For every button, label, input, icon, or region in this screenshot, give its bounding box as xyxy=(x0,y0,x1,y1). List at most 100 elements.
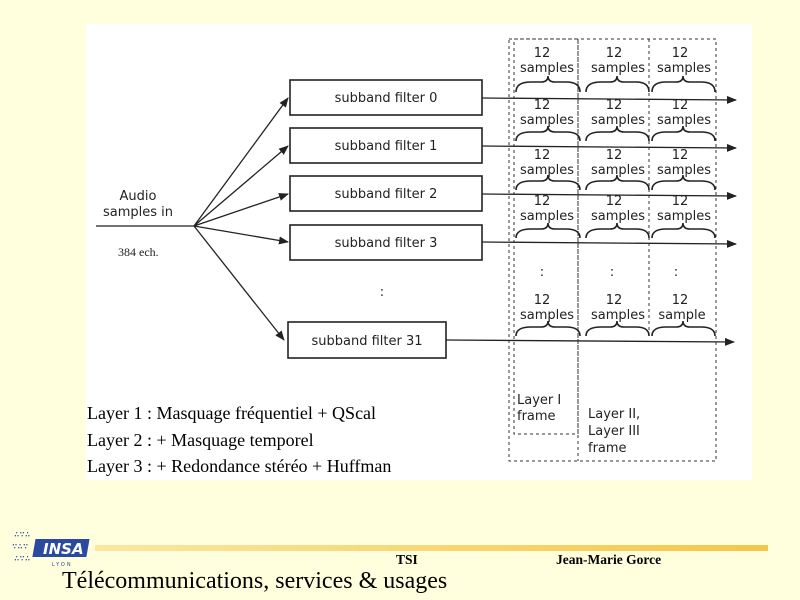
course-title: Télécommunications, services & usages xyxy=(62,568,448,594)
sample-group: 12 samples xyxy=(515,148,581,191)
filter-ellipsis: : xyxy=(380,285,384,300)
svg-text:∴∵∴: ∴∵∴ xyxy=(14,530,30,540)
layer1-frame-label-1: Layer I xyxy=(517,393,561,408)
filter-box-2: subband filter 2 xyxy=(289,175,483,212)
sample-word-cut: sample xyxy=(658,308,705,323)
sample-word: samples xyxy=(591,113,645,128)
sample-count: 12 xyxy=(534,98,551,113)
sample-group: 12 sample xyxy=(651,293,716,337)
sample-count: 12 xyxy=(606,46,623,61)
sample-word: samples xyxy=(591,61,645,76)
column-ellipsis: : xyxy=(540,265,544,280)
filter-box-3: subband filter 3 xyxy=(289,224,483,261)
sample-brace xyxy=(515,75,581,93)
sample-group: 12 samples xyxy=(651,148,716,191)
sample-count: 12 xyxy=(672,148,689,163)
sample-brace xyxy=(515,125,581,142)
layer1-frame-label-2: frame xyxy=(517,409,556,424)
fanout-arrow-0 xyxy=(193,97,289,227)
filter-label-1: subband filter 1 xyxy=(335,139,438,154)
sample-word: samples xyxy=(657,113,711,128)
sample-group: 12 samples xyxy=(585,293,650,337)
layer-3-description: Layer 3 : + Redondance stéréo + Huffman xyxy=(87,456,392,476)
sample-group: 12 samples xyxy=(651,194,716,239)
logo-text: INSA xyxy=(43,540,84,558)
fanout-arrow-3 xyxy=(193,225,289,245)
sample-brace xyxy=(651,75,716,93)
logo-subtext: LYON xyxy=(52,562,73,568)
sample-group: 12 samples xyxy=(585,98,650,142)
sample-word: samples xyxy=(591,209,645,224)
sample-brace xyxy=(585,320,650,337)
sample-count: 12 xyxy=(672,293,689,308)
sample-count: 12 xyxy=(606,293,623,308)
svg-text:∵∴∵: ∵∴∵ xyxy=(12,542,28,552)
sample-count: 12 xyxy=(534,148,551,163)
filter-box-1: subband filter 1 xyxy=(289,127,483,164)
diagram-panel: Audio samples in 384 ech. subband filter… xyxy=(86,24,752,480)
filter-label-2: subband filter 2 xyxy=(335,187,438,202)
sample-count: 12 xyxy=(606,98,623,113)
footer-rule xyxy=(95,545,768,551)
footer-center-label: TSI xyxy=(396,552,418,567)
sample-group: 12 samples xyxy=(585,194,650,239)
sample-word: samples xyxy=(657,163,711,178)
sample-brace xyxy=(651,320,716,337)
input-label-line1: Audio xyxy=(120,189,157,204)
sample-brace xyxy=(651,222,716,239)
svg-text:∴∵∴: ∴∵∴ xyxy=(14,554,30,564)
sample-group: 12 samples xyxy=(651,98,716,142)
sample-group: 12 samples xyxy=(515,194,581,239)
filter-box-0: subband filter 0 xyxy=(289,79,483,116)
output-arrow-0 xyxy=(481,95,737,104)
sample-word: samples xyxy=(520,209,574,224)
fanout-arrows xyxy=(193,97,289,341)
sample-brace xyxy=(651,125,716,142)
sample-count: 12 xyxy=(606,194,623,209)
column-ellipsis: : xyxy=(674,265,678,280)
sample-group: 12 samples xyxy=(515,293,581,337)
sample-group: 12 samples xyxy=(515,46,581,93)
input-label-line2: samples in xyxy=(103,205,173,220)
output-arrow-31 xyxy=(445,337,735,346)
layer23-frame-box xyxy=(508,38,717,462)
output-arrow-2 xyxy=(481,191,737,200)
output-arrow-1 xyxy=(481,143,737,152)
sample-brace xyxy=(515,174,581,191)
filter-label-3: subband filter 3 xyxy=(335,236,438,251)
output-arrow-3 xyxy=(481,239,737,248)
sample-count: 12 xyxy=(534,194,551,209)
layer23-frame-label-3: frame xyxy=(588,441,627,456)
layer23-frame-label-1: Layer II, xyxy=(588,407,640,422)
layer-2-description: Layer 2 : + Masquage temporel xyxy=(87,429,314,450)
sample-brace xyxy=(585,222,650,239)
sample-count: 12 xyxy=(672,46,689,61)
column-ellipsis: : xyxy=(610,265,614,280)
insa-logo: ∴∵∴ ∵∴∵ ∴∵∴ INSA LYON xyxy=(12,530,90,568)
input-note: 384 ech. xyxy=(118,245,159,259)
footer-author: Jean-Marie Gorce xyxy=(556,552,662,567)
sample-brace xyxy=(515,222,581,239)
filter-box-31: subband filter 31 xyxy=(287,321,447,359)
sample-brace xyxy=(585,174,650,191)
filter-label-0: subband filter 0 xyxy=(335,91,438,106)
sample-brace xyxy=(585,75,650,93)
sample-word: samples xyxy=(520,163,574,178)
output-arrows xyxy=(445,95,737,346)
sample-word: samples xyxy=(591,308,645,323)
sample-group: 12 samples xyxy=(515,98,581,142)
sample-group: 12 samples xyxy=(585,46,650,93)
sample-brace xyxy=(515,320,581,337)
sample-count: 12 xyxy=(534,293,551,308)
sample-group: 12 samples xyxy=(651,46,716,93)
sample-word: samples xyxy=(520,308,574,323)
filter-label-31: subband filter 31 xyxy=(311,334,422,349)
fanout-arrow-1 xyxy=(193,145,289,227)
sample-word: samples xyxy=(520,113,574,128)
sample-count: 12 xyxy=(672,98,689,113)
sample-count: 12 xyxy=(534,46,551,61)
layer-1-description: Layer 1 : Masquage fréquentiel + QScal xyxy=(87,403,377,423)
layer-descriptions: Layer 1 : Masquage fréquentiel + QScal L… xyxy=(87,400,391,480)
sample-group: 12 samples xyxy=(585,148,650,191)
fanout-arrow-31 xyxy=(193,225,285,341)
